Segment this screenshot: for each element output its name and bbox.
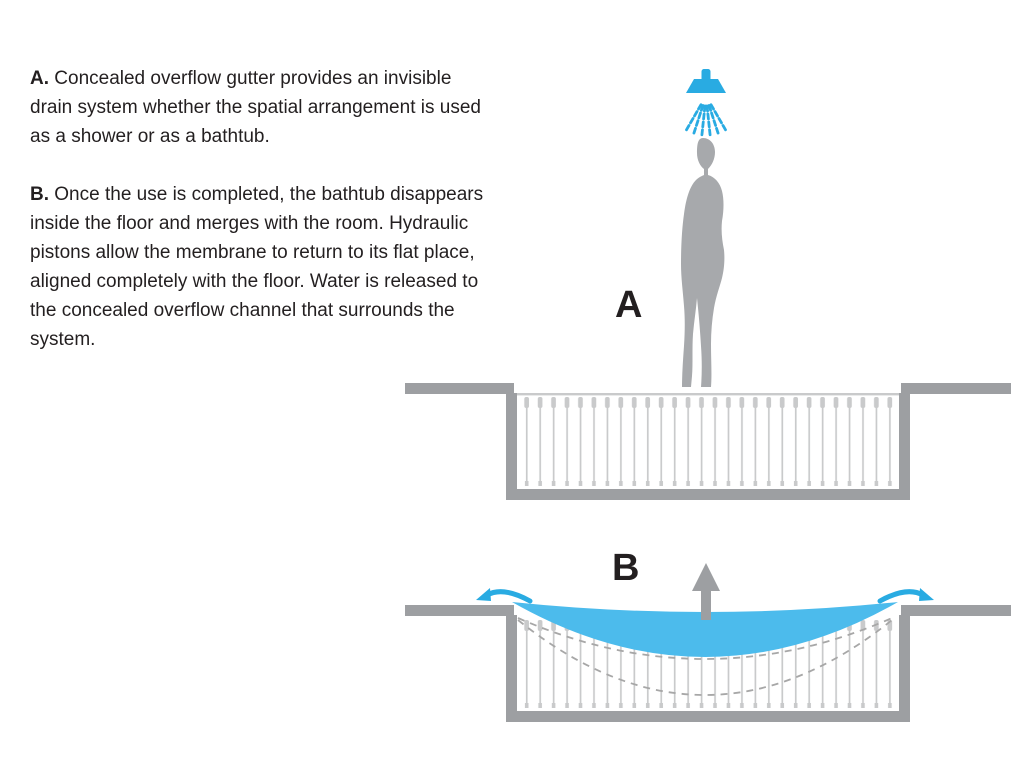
diagram-a-shower-scene <box>405 69 1011 500</box>
paragraph-b-label: B. <box>30 184 49 205</box>
paragraph-a: A. Concealed overflow gutter provides an… <box>30 64 492 151</box>
diagram-b-label: B <box>612 547 640 589</box>
bathtub-basin-b <box>506 615 910 722</box>
water-surface <box>512 602 898 657</box>
flat-membrane-line <box>517 393 899 396</box>
floor-slab-left-a <box>405 383 514 394</box>
diagram-a-label: A <box>615 284 643 326</box>
paragraph-b: B. Once the use is completed, the bathtu… <box>30 180 492 354</box>
diagram-b-bathtub-scene <box>405 563 1011 722</box>
paragraph-a-label: A. <box>30 68 49 89</box>
paragraph-b-body: Once the use is completed, the bathtub d… <box>30 184 484 350</box>
floor-slab-right-b <box>901 605 1011 616</box>
person-silhouette <box>681 138 725 387</box>
floor-slab-left-b <box>405 605 514 616</box>
bathtub-basin-a <box>506 393 910 500</box>
piston-field-a <box>520 397 896 489</box>
shower-spray-icon <box>685 103 727 137</box>
paragraph-a-body: Concealed overflow gutter provides an in… <box>30 68 481 147</box>
drain-up-arrow-icon <box>692 563 720 620</box>
membrane-dashed-curves <box>517 617 893 696</box>
floor-slab-right-a <box>901 383 1011 394</box>
overflow-arrow-right-icon <box>877 588 934 604</box>
description-block: A. Concealed overflow gutter provides an… <box>30 64 492 354</box>
overflow-arrow-left-icon <box>476 588 533 604</box>
shower-head-icon <box>686 69 726 93</box>
